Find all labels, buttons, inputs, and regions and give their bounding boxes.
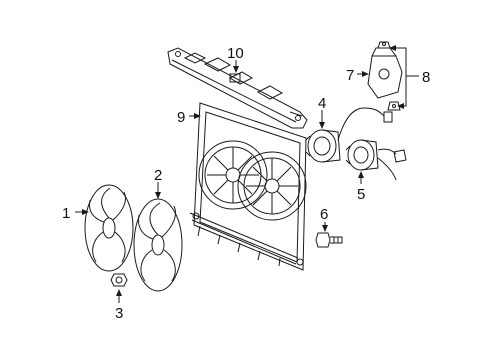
callout-2: 2 [154, 167, 162, 184]
fan-shroud [189, 102, 307, 271]
callout-4: 4 [318, 95, 326, 112]
fan-blade-1 [84, 184, 134, 272]
callout-6: 6 [320, 206, 328, 223]
callout-3: 3 [115, 305, 123, 322]
callout-1: 1 [62, 205, 70, 222]
fan-nut [110, 273, 128, 287]
callout-10: 10 [227, 45, 244, 62]
callout-labels: 1 2 3 4 5 6 7 8 9 10 [62, 45, 430, 322]
upper-support-bracket [167, 47, 308, 129]
retaining-clip-lower [387, 101, 401, 111]
fan-motor-5 [345, 139, 407, 181]
callout-8: 8 [422, 69, 430, 86]
leader-lines [75, 45, 419, 303]
motor-cover-plate [367, 47, 403, 99]
bolt [315, 232, 343, 248]
callout-9: 9 [177, 109, 185, 126]
fan-motor-4 [305, 107, 393, 163]
callout-5: 5 [357, 186, 365, 203]
retaining-clip-upper [377, 41, 391, 49]
callout-7: 7 [346, 67, 354, 84]
fan-blade-2 [133, 198, 183, 292]
